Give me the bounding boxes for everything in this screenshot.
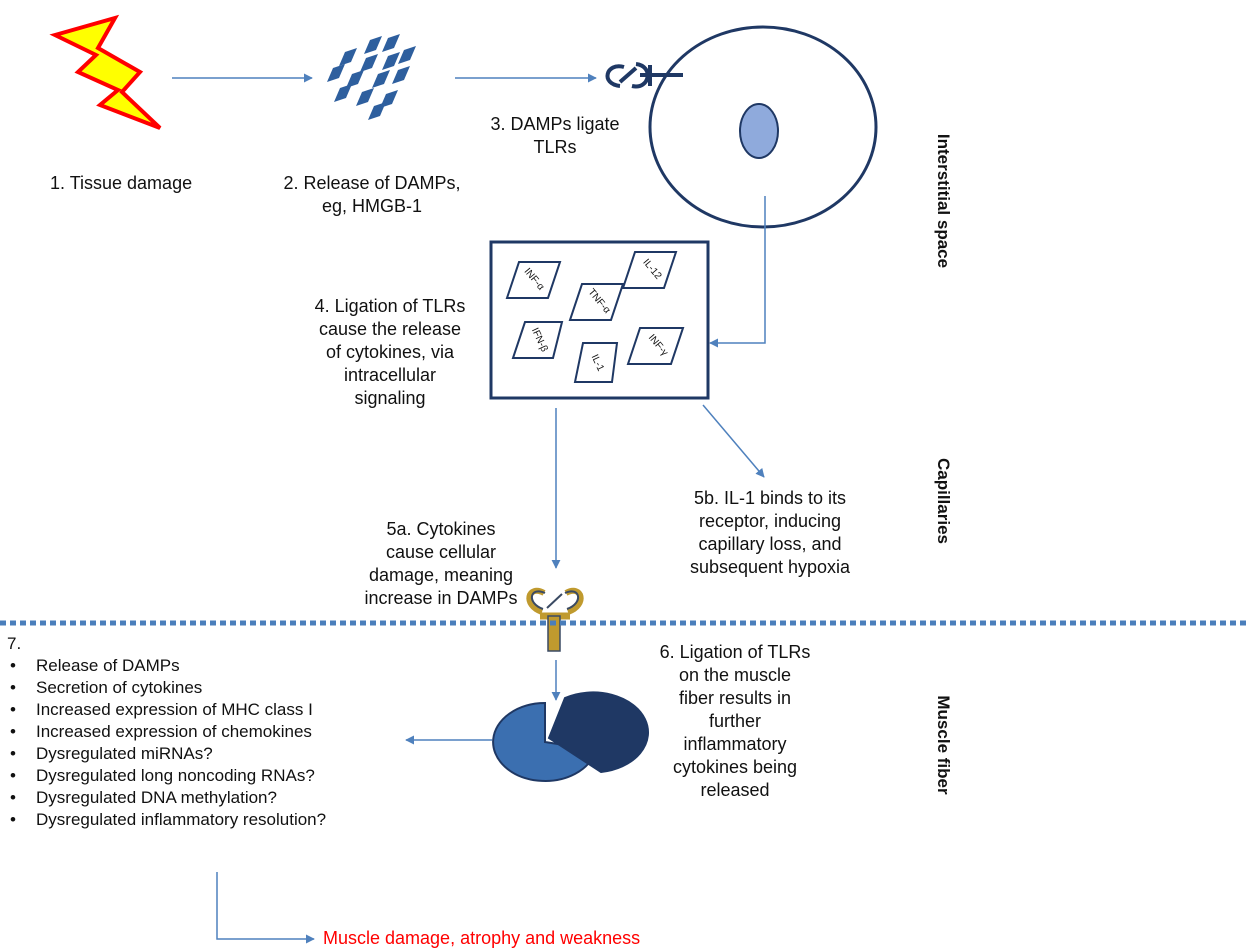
list-item: Dysregulated DNA methylation?: [6, 787, 326, 809]
step-4-line: cause the release: [318, 319, 462, 339]
damps-fragments-icon: [327, 34, 416, 120]
arrow-4-to-5b: [702, 404, 765, 478]
step-5a-line: cause cellular: [385, 542, 497, 562]
step-6-line: cytokines being: [672, 757, 798, 777]
step-5a-line: 5a. Cytokines: [386, 519, 496, 539]
list-item: Dysregulated miRNAs?: [6, 743, 326, 765]
arrow-list-to-outcome: [216, 872, 315, 944]
step-3-label: 3. DAMPs ligate TLRs: [470, 113, 640, 159]
step-6-line: further: [708, 711, 762, 731]
step-5a-line: increase in DAMPs: [364, 588, 518, 608]
region-label-capillaries: Capillaries: [934, 458, 953, 544]
cell-nucleus: [739, 103, 779, 159]
step-2-line-2: eg, HMGB-1: [321, 196, 423, 216]
list-item: Dysregulated inflammatory resolution?: [6, 809, 326, 831]
muscle-fiber-icon: [492, 691, 650, 782]
step-5b-label: 5b. IL-1 binds to its receptor, inducing…: [660, 487, 880, 579]
step-6-line: inflammatory: [683, 734, 787, 754]
step-5a-line: damage, meaning: [368, 565, 514, 585]
outcome-label: Muscle damage, atrophy and weakness: [323, 928, 641, 948]
cytokine-card-il1: [573, 342, 619, 383]
step-6-label: 6. Ligation of TLRs on the muscle fiber …: [630, 641, 840, 802]
step-4-line: 4. Ligation of TLRs: [314, 296, 466, 316]
step-2-label: 2. Release of DAMPs, eg, HMGB-1: [262, 172, 482, 218]
step-4-label: 4. Ligation of TLRs cause the release of…: [296, 295, 484, 410]
cytokine-card-tnf-a: [568, 283, 625, 321]
muscle-tlr-receptor-icon: [526, 587, 584, 652]
list-item: Increased expression of chemokines: [6, 721, 326, 743]
step-1-label: 1. Tissue damage: [50, 173, 193, 193]
step-3-line-1: 3. DAMPs ligate: [490, 114, 620, 134]
list-item: Release of DAMPs: [6, 655, 326, 677]
step-4-line: intracellular: [343, 365, 437, 385]
step-5a-label: 5a. Cytokines cause cellular damage, mea…: [348, 518, 534, 610]
step-5b-line: 5b. IL-1 binds to its: [693, 488, 847, 508]
list-item: Increased expression of MHC class I: [6, 699, 326, 721]
step-2-line-1: 2. Release of DAMPs,: [283, 173, 461, 193]
step-5b-line: subsequent hypoxia: [689, 557, 851, 577]
step-7-heading: 7.: [7, 634, 22, 653]
step-7-list: Release of DAMPs Secretion of cytokines …: [6, 655, 326, 831]
step-5b-line: capillary loss, and: [698, 534, 842, 554]
step-6-line: released: [700, 780, 770, 800]
step-6-line: 6. Ligation of TLRs: [659, 642, 811, 662]
tlr-receptor-icon: [605, 62, 683, 89]
step-5b-line: receptor, inducing: [698, 511, 842, 531]
step-6-line: fiber results in: [678, 688, 792, 708]
step-4-line: signaling: [354, 388, 426, 408]
cytokine-card-ifn-b: [511, 321, 564, 359]
list-item: Dysregulated long noncoding RNAs?: [6, 765, 326, 787]
list-item: Secretion of cytokines: [6, 677, 326, 699]
cytokine-card-il12: [621, 251, 678, 289]
step-6-line: on the muscle: [678, 665, 792, 685]
cytokine-card-inf-a: [505, 261, 562, 299]
arrow-3-to-4: [709, 196, 766, 348]
cytokine-card-inf-g: [626, 327, 685, 365]
step-4-line: of cytokines, via: [325, 342, 455, 362]
region-label-interstitial: Interstitial space: [934, 133, 953, 269]
region-label-muscle: Muscle fiber: [934, 695, 953, 795]
lightning-bolt-icon: [49, 14, 162, 130]
step-3-line-2: TLRs: [533, 137, 577, 157]
